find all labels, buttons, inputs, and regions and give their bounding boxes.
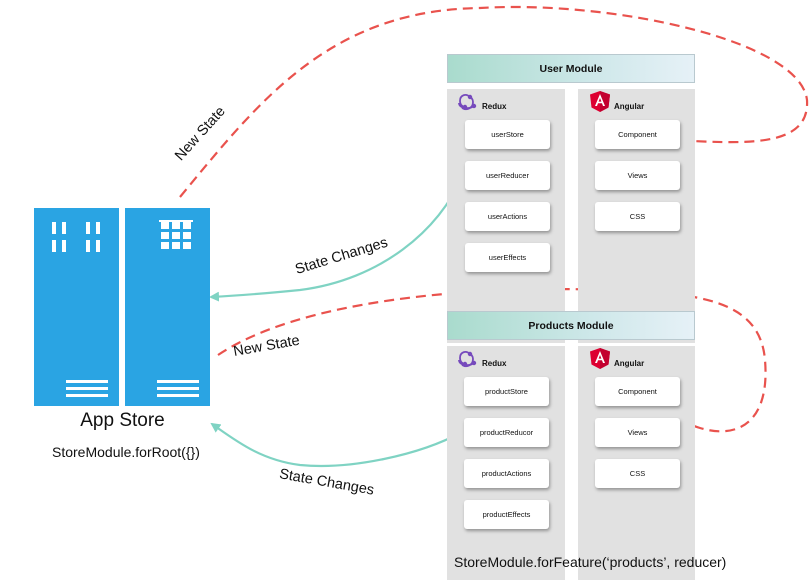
user-component-card: Component bbox=[595, 120, 680, 149]
product-css-card: CSS bbox=[595, 459, 680, 488]
products-redux-title: Redux bbox=[482, 359, 507, 368]
state-change-line-user bbox=[209, 175, 464, 302]
user-angular-title: Angular bbox=[614, 102, 645, 111]
products-angular-column: Angular Component Views CSS bbox=[578, 346, 695, 580]
product-reducer-card: productReducor bbox=[464, 418, 549, 447]
redux-icon bbox=[458, 351, 477, 368]
server-rack-left-marks bbox=[52, 222, 108, 397]
user-redux-column: Redux userStore userReducer userActions … bbox=[447, 89, 565, 343]
server-rack-right-marks bbox=[157, 220, 199, 397]
server-rack-right bbox=[125, 208, 210, 406]
redux-icon bbox=[458, 94, 477, 111]
user-module-header: User Module bbox=[447, 54, 695, 83]
product-effects-card: productEffects bbox=[464, 500, 549, 529]
product-actions-card: productActions bbox=[464, 459, 549, 488]
store-module-feature-label: StoreModule.forFeature(‘products’, reduc… bbox=[454, 554, 727, 570]
angular-icon bbox=[590, 91, 610, 112]
user-css-card: CSS bbox=[595, 202, 680, 231]
user-angular-column: Angular Component Views CSS bbox=[578, 89, 695, 343]
store-module-root-label: StoreModule.forRoot({}) bbox=[52, 444, 200, 460]
products-redux-column: Redux productStore productReducor produc… bbox=[447, 346, 565, 580]
user-views-card: Views bbox=[595, 161, 680, 190]
angular-icon bbox=[590, 348, 610, 369]
product-views-card: Views bbox=[595, 418, 680, 447]
product-store-card: productStore bbox=[464, 377, 549, 406]
new-state-line-products bbox=[217, 288, 767, 433]
products-angular-title: Angular bbox=[614, 359, 645, 368]
products-module-header: Products Module bbox=[447, 311, 695, 340]
app-store-label: App Store bbox=[80, 410, 165, 431]
user-reducer-card: userReducer bbox=[465, 161, 550, 190]
user-redux-title: Redux bbox=[482, 102, 507, 111]
new-state-line-user bbox=[179, 5, 809, 198]
server-rack-left bbox=[34, 208, 119, 406]
user-store-card: userStore bbox=[465, 120, 550, 149]
product-component-card: Component bbox=[595, 377, 680, 406]
user-actions-card: userActions bbox=[465, 202, 550, 231]
state-change-line-products bbox=[210, 422, 463, 468]
user-effects-card: userEffects bbox=[465, 243, 550, 272]
